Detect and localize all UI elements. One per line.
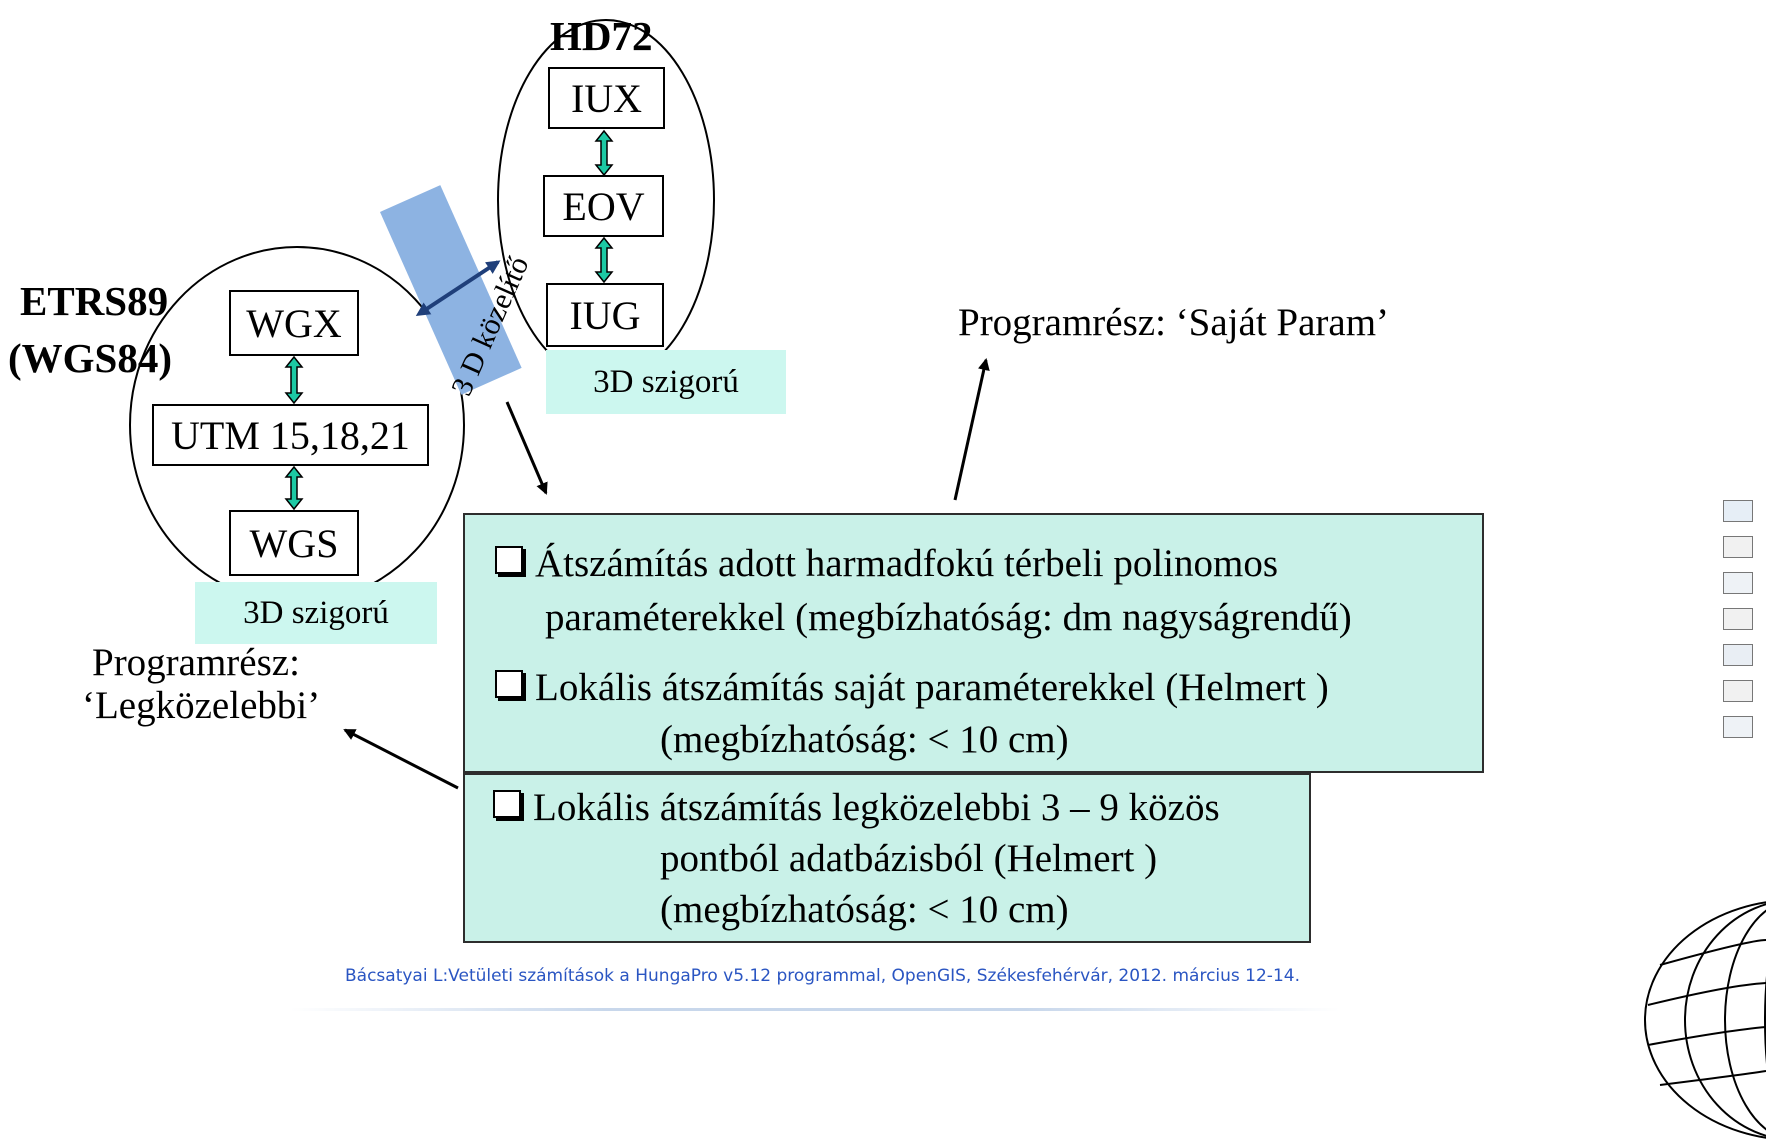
checkbox-icon xyxy=(493,790,521,818)
wgs-box: WGS xyxy=(229,510,359,576)
option-nearest-cont2: (megbízhatóság: < 10 cm) xyxy=(660,888,1069,931)
utm-box: UTM 15,18,21 xyxy=(152,404,429,466)
eov-iug-arrow-icon xyxy=(594,236,614,284)
globe-logo xyxy=(1644,901,1766,1139)
triangle-icon xyxy=(1723,608,1753,630)
wgx-box: WGX xyxy=(229,290,359,356)
option-local-own: Lokális átszámítás saját paraméterekkel … xyxy=(495,665,1329,710)
etrs89-title-line2: (WGS84) xyxy=(8,335,172,381)
program-sajat-param: Programrész: ‘Saját Param’ xyxy=(958,301,1390,344)
checkbox-icon xyxy=(495,670,523,698)
terrain-icon xyxy=(1723,572,1753,594)
program-legkozelebbi-line1: Programrész: xyxy=(92,641,300,684)
footer-divider xyxy=(290,1008,1340,1011)
iux-eov-arrow-icon xyxy=(594,129,614,177)
building-icon xyxy=(1723,536,1753,558)
iug-box: IUG xyxy=(546,283,664,347)
hd72-title: HD72 xyxy=(550,13,653,59)
eov-box: EOV xyxy=(543,175,664,237)
arrow-to-main-panel xyxy=(505,401,548,495)
main-options-panel: Átszámítás adott harmadfokú térbeli poli… xyxy=(463,513,1484,773)
program-legkozelebbi-line2: ‘Legközelebbi’ xyxy=(82,684,321,727)
checkbox-icon xyxy=(495,546,523,574)
hd72-strict-tag: 3D szigorú xyxy=(546,350,786,414)
etrs89-title-line1: ETRS89 xyxy=(20,278,169,324)
city-icon xyxy=(1723,644,1753,666)
arrow-to-sajat-param xyxy=(953,358,990,501)
option-polynomial: Átszámítás adott harmadfokú térbeli poli… xyxy=(495,541,1278,586)
iux-box: IUX xyxy=(548,67,665,129)
utm-wgs-arrow-icon xyxy=(284,465,304,511)
option-nearest-cont1: pontból adatbázisból (Helmert ) xyxy=(660,837,1158,880)
wgx-utm-arrow-icon xyxy=(284,355,304,405)
arrow-to-legkozelebbi xyxy=(343,728,459,790)
map-icon xyxy=(1723,500,1753,522)
network-icon xyxy=(1723,680,1753,702)
option-polynomial-cont: paraméterekkel (megbízhatóság: dm nagysá… xyxy=(545,596,1352,639)
landscape-icon xyxy=(1723,716,1753,738)
footer-citation: Bácsatyai L:Vetületi számítások a HungaP… xyxy=(345,966,1300,986)
option-local-own-cont: (megbízhatóság: < 10 cm) xyxy=(660,718,1069,761)
nearest-option-panel: Lokális átszámítás legközelebbi 3 – 9 kö… xyxy=(463,773,1311,943)
etrs89-strict-tag: 3D szigorú xyxy=(195,582,437,644)
option-nearest: Lokális átszámítás legközelebbi 3 – 9 kö… xyxy=(493,785,1220,830)
